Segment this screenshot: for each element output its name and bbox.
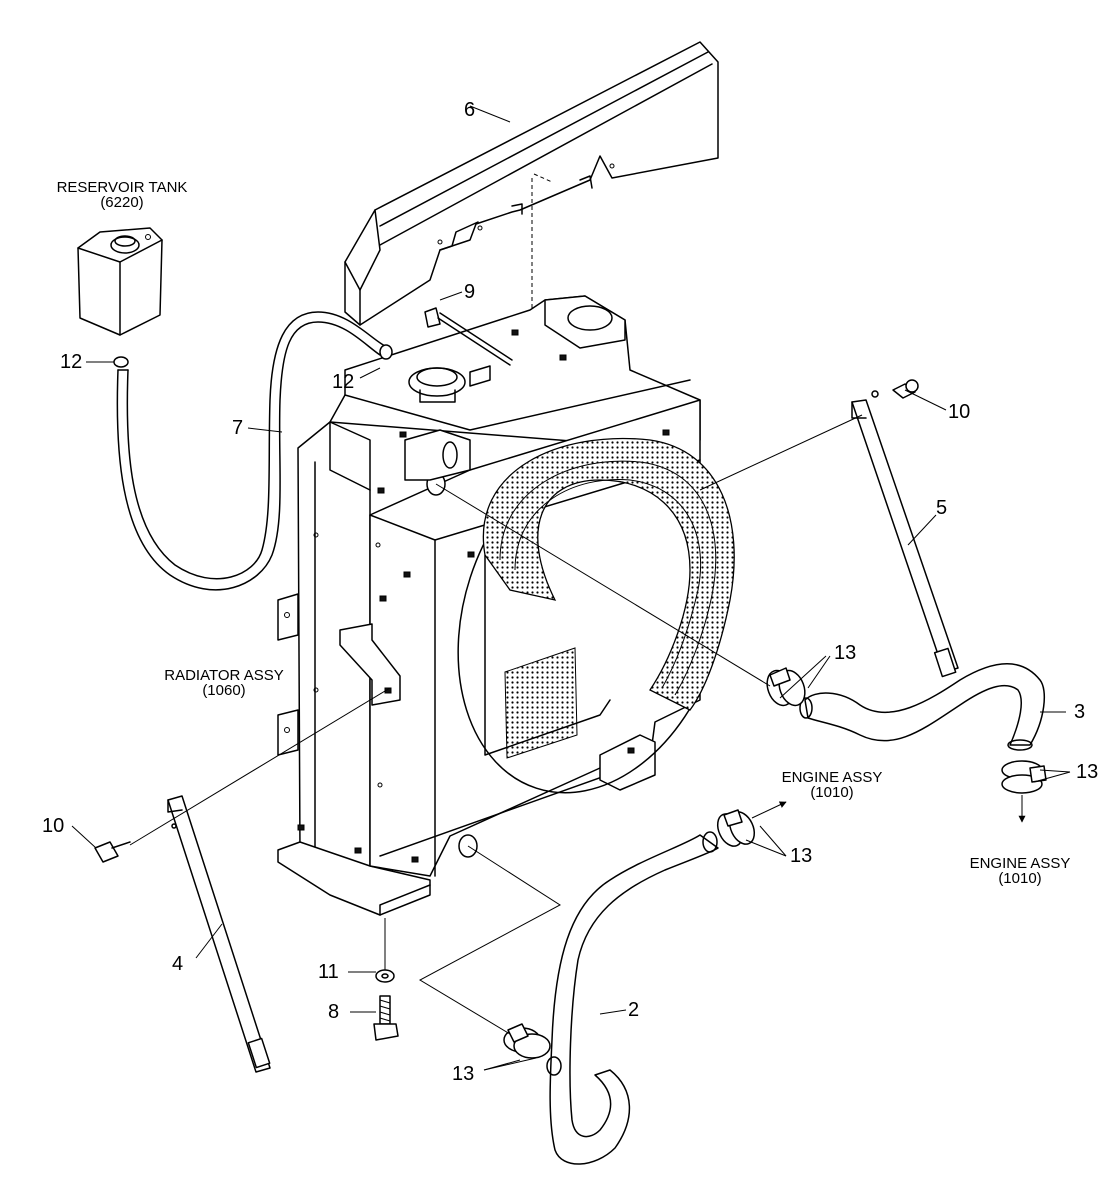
stay-rod-left <box>94 795 271 1073</box>
reservoir-tank-title: RESERVOIR TANK <box>56 179 188 196</box>
clip-ring-part <box>113 356 129 368</box>
callout-4: 4 <box>172 953 184 975</box>
overflow-hose <box>116 311 393 591</box>
callout-9: 9 <box>464 281 476 303</box>
reservoir-tank <box>77 227 163 336</box>
callout-10-left: 10 <box>42 815 65 837</box>
engine-assy-lower-label: ENGINE ASSY (1010) <box>952 856 1088 886</box>
fan-guard <box>482 437 735 711</box>
reservoir-tank-label: RESERVOIR TANK (6220) <box>36 180 208 210</box>
callout-12-left: 12 <box>60 351 83 373</box>
callout-12-right: 12 <box>332 371 355 393</box>
upper-hose <box>799 663 1046 751</box>
callout-3: 3 <box>1074 701 1086 723</box>
stay-rod-right <box>851 379 959 678</box>
callout-13-right: 13 <box>1076 761 1099 783</box>
reservoir-tank-code: (6220) <box>100 194 144 211</box>
radiator-assy-label: RADIATOR ASSY (1060) <box>144 668 304 698</box>
callout-13-mid: 13 <box>790 845 813 867</box>
engine-assy-lower-title: ENGINE ASSY <box>969 855 1071 872</box>
callout-5: 5 <box>936 497 948 519</box>
callout-7: 7 <box>232 417 244 439</box>
engine-assy-lower-code: (1010) <box>998 870 1042 887</box>
callout-10-right: 10 <box>948 401 971 423</box>
callout-13-upper: 13 <box>834 642 857 664</box>
engine-assy-upper-title: ENGINE ASSY <box>781 769 883 786</box>
callout-13-bottom: 13 <box>452 1063 475 1085</box>
engine-assy-upper-code: (1010) <box>810 784 854 801</box>
radiator-assy-code: (1060) <box>202 682 246 699</box>
washer-part <box>375 969 395 983</box>
radiator-assembly <box>277 295 727 916</box>
lower-hose <box>546 831 719 1165</box>
callout-11: 11 <box>318 961 339 983</box>
hose-clamps <box>503 667 1047 1059</box>
engine-assy-upper-label: ENGINE ASSY (1010) <box>764 770 900 800</box>
radiator-assy-title: RADIATOR ASSY <box>164 667 284 684</box>
hex-bolt-part <box>373 995 399 1041</box>
bolt-part <box>424 307 513 366</box>
callout-6: 6 <box>464 99 476 121</box>
callout-2: 2 <box>628 999 640 1021</box>
leader-lines <box>71 105 1071 1071</box>
callout-8: 8 <box>328 1001 340 1023</box>
